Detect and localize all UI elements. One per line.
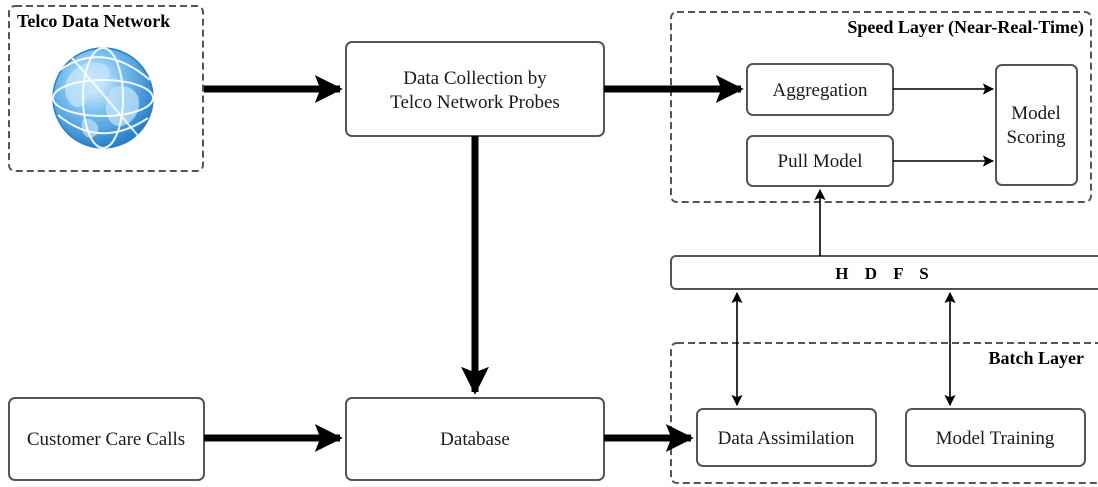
aggregation-node: Aggregation [746, 63, 894, 116]
model-training-node: Model Training [905, 408, 1086, 467]
model-scoring-label-line1: Model [1011, 103, 1061, 124]
model-scoring-label-line2: Scoring [1006, 127, 1066, 148]
data-collection-node: Data Collection by Telco Network Probes [345, 41, 605, 137]
data-assimilation-label: Data Assimilation [718, 428, 855, 449]
globe-icon [52, 47, 154, 149]
pull-model-label: Pull Model [778, 151, 863, 172]
database-node: Database [345, 397, 605, 481]
customer-care-calls-node: Customer Care Calls [8, 397, 205, 481]
speed-layer-group: Speed Layer (Near-Real-Time) Aggregation… [670, 11, 1092, 203]
telco-data-network-title: Telco Data Network [17, 11, 170, 31]
batch-layer-group: Batch Layer Data Assimilation Model Trai… [670, 342, 1098, 484]
telco-data-network-group: Telco Data Network [8, 5, 204, 172]
hdfs-label: H D F S [835, 264, 934, 283]
aggregation-label: Aggregation [773, 80, 868, 101]
data-collection-label-line2: Telco Network Probes [390, 92, 560, 113]
hdfs-node: H D F S [670, 255, 1098, 290]
speed-layer-title: Speed Layer (Near-Real-Time) [847, 17, 1084, 38]
pull-model-node: Pull Model [746, 135, 894, 187]
database-label: Database [440, 429, 510, 450]
data-assimilation-node: Data Assimilation [696, 408, 877, 467]
batch-layer-title: Batch Layer [989, 348, 1084, 368]
model-training-label: Model Training [936, 428, 1055, 449]
model-scoring-node: Model Scoring [995, 64, 1078, 186]
customer-care-calls-label: Customer Care Calls [27, 429, 185, 450]
data-collection-label-line1: Data Collection by [403, 68, 547, 89]
